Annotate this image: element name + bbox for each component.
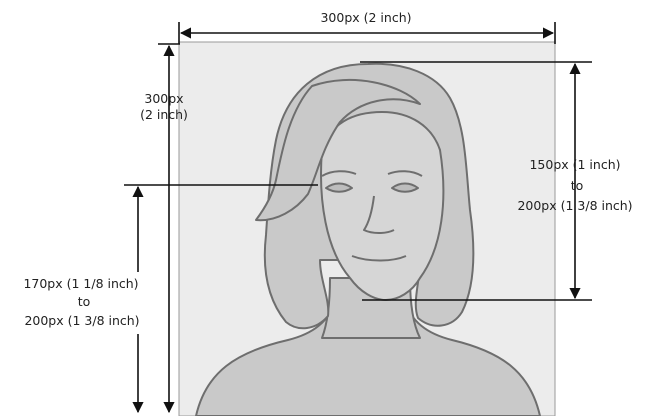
eye-label-line1: 170px (1 1/8 inch) bbox=[23, 276, 138, 291]
eye-label-line2: to bbox=[78, 294, 91, 309]
head-label-line1: 150px (1 inch) bbox=[529, 157, 620, 172]
height-label-line1: 300px bbox=[144, 91, 183, 106]
left-eye bbox=[326, 184, 352, 192]
width-label: 300px (2 inch) bbox=[320, 10, 411, 25]
eye-label-line3: 200px (1 3/8 inch) bbox=[24, 313, 139, 328]
height-label-line2: (2 inch) bbox=[140, 107, 188, 122]
right-eye bbox=[392, 184, 418, 192]
head-label-line3: 200px (1 3/8 inch) bbox=[517, 198, 632, 213]
head-label-line2: to bbox=[571, 178, 584, 193]
